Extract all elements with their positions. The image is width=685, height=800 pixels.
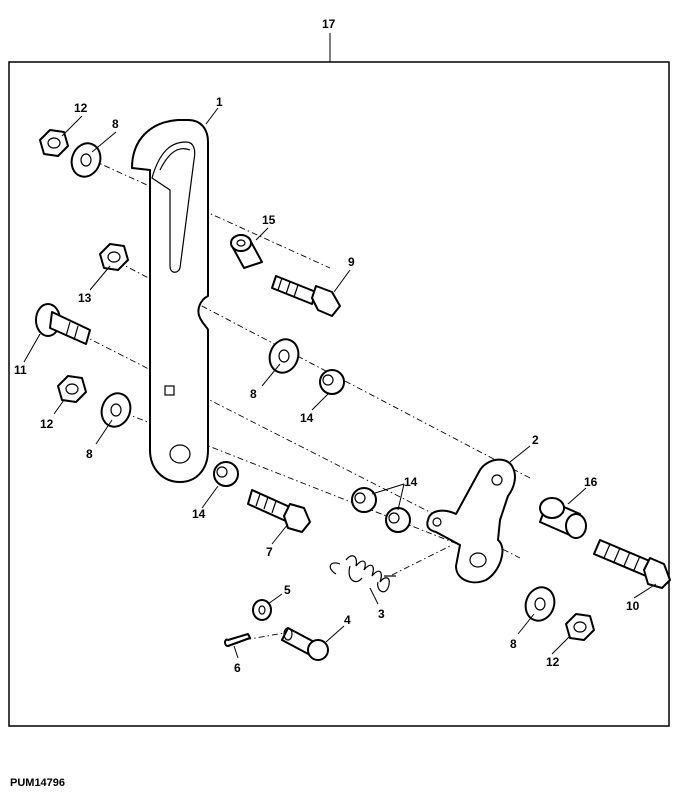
bolt-10 xyxy=(593,539,671,589)
callout-2: 2 xyxy=(532,433,539,447)
callout-17: 17 xyxy=(322,17,336,31)
callout-12-top: 12 xyxy=(74,101,88,115)
nut-13 xyxy=(99,243,129,271)
pin-4 xyxy=(281,627,329,661)
callout-9: 9 xyxy=(348,255,355,269)
bushing-15 xyxy=(230,234,263,269)
bushing-14-b xyxy=(213,461,239,487)
callout-7: 7 xyxy=(266,545,273,559)
callout-14-b: 14 xyxy=(192,507,206,521)
callout-15: 15 xyxy=(262,213,276,227)
washer-8-left xyxy=(100,392,132,428)
washer-8-bottom xyxy=(524,586,556,622)
callout-5: 5 xyxy=(284,583,291,597)
leader-lines xyxy=(23,107,657,659)
callout-12-middle: 12 xyxy=(40,417,54,431)
callout-8-left: 8 xyxy=(86,447,93,461)
bolt-11 xyxy=(35,303,91,345)
callout-16: 16 xyxy=(584,475,598,489)
callout-6: 6 xyxy=(234,661,241,675)
washer-5 xyxy=(252,599,272,621)
callout-8-middle: 8 xyxy=(250,387,257,401)
callout-12-bottom: 12 xyxy=(546,655,560,669)
callout-4: 4 xyxy=(344,613,351,627)
callout-8-top: 8 xyxy=(112,117,119,131)
diagram-frame xyxy=(8,61,670,727)
bolt-9 xyxy=(271,275,341,317)
callout-14-cd: 14 xyxy=(404,475,418,489)
cotter-pin-6 xyxy=(224,633,251,647)
callout-10: 10 xyxy=(626,599,640,613)
callout-numbers: 1 12 8 15 9 13 11 8 14 12 8 14 7 14 2 16… xyxy=(14,95,640,675)
nut-12-bottom xyxy=(565,613,595,641)
callout-13: 13 xyxy=(78,291,92,305)
callout-1: 1 xyxy=(216,95,223,109)
bushing-14-a xyxy=(319,369,345,395)
nut-12-middle xyxy=(57,375,87,403)
bushing-14-d xyxy=(385,507,411,533)
callout-14-a: 14 xyxy=(300,411,314,425)
bolt-7 xyxy=(247,489,311,533)
callout-11: 11 xyxy=(14,363,27,377)
document-id: PUM14796 xyxy=(10,777,66,789)
part-1-plate xyxy=(131,119,209,483)
callout-3: 3 xyxy=(378,607,385,621)
nut-12-top xyxy=(39,129,69,157)
spring-3 xyxy=(329,555,396,593)
part-2-bracket xyxy=(426,458,516,584)
washer-8-middle xyxy=(268,338,300,374)
spacer-16 xyxy=(539,497,587,539)
callout-8-bottom: 8 xyxy=(510,637,517,651)
washer-8-top xyxy=(70,142,102,178)
bushing-14-c xyxy=(351,487,377,513)
